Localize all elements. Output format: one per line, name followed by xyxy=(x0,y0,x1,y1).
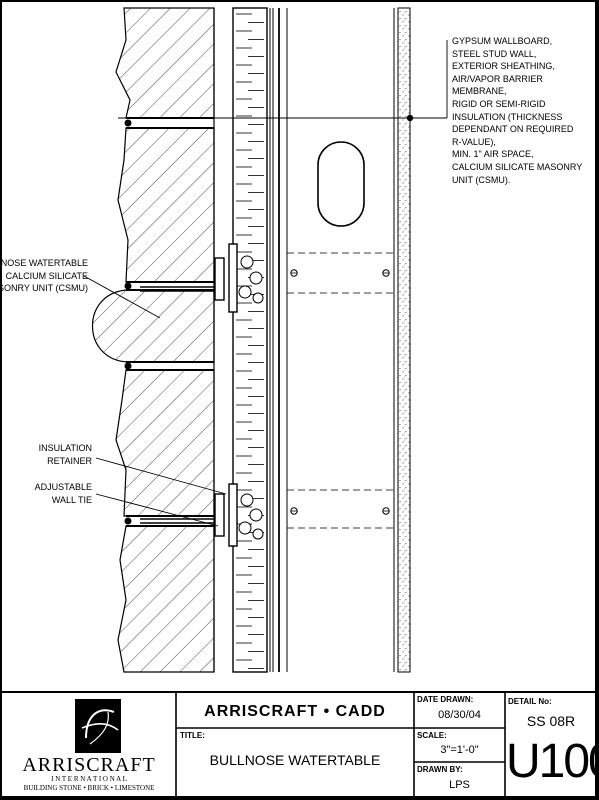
detail-number: U100 xyxy=(506,735,599,788)
note-line: BULLNOSE WATERTABLE xyxy=(0,258,88,268)
note-line: AIR/VAPOR BARRIER xyxy=(452,73,543,84)
wall-tie-assembly-upper xyxy=(140,243,394,313)
masonry-unit-middle xyxy=(117,127,215,283)
gypsum-wallboard xyxy=(397,7,411,673)
wall-tie-assembly-lower xyxy=(140,483,394,547)
leader-insulation-retainer xyxy=(95,457,227,495)
company-sub: I N T E R N A T I O N A L xyxy=(51,775,127,783)
masonry-unit-upper xyxy=(115,7,215,119)
rigid-insulation xyxy=(232,7,268,673)
insulation-hatch xyxy=(236,13,264,669)
arriscraft-logo xyxy=(75,699,121,753)
masonry-wall xyxy=(91,7,215,673)
note-line: UNIT (CSMU). xyxy=(452,174,511,185)
note-line: INSULATION xyxy=(38,443,92,453)
leader-bullnose xyxy=(83,275,161,319)
scale-value: 3"=1'-0" xyxy=(440,744,479,756)
note-adjustable-wall-tie: ADJUSTABLE WALL TIE xyxy=(35,481,92,506)
drawing-title: BULLNOSE WATERTABLE xyxy=(209,752,381,768)
note-line: RETAINER xyxy=(47,455,92,466)
note-line: INSULATION (THICKNESS xyxy=(452,111,563,122)
title-label: TITLE: xyxy=(180,731,205,740)
note-line: R-VALUE), xyxy=(452,136,496,147)
detail-no-label: DETAIL No: xyxy=(508,697,552,706)
leader-lines xyxy=(83,40,448,527)
note-line: GYPSUM WALLBOARD, xyxy=(452,36,553,46)
note-line: RIGID OR SEMI-RIGID xyxy=(452,98,546,109)
stud-knockout xyxy=(317,141,365,227)
company-name: ARRISCRAFT xyxy=(22,754,156,776)
drawn-by-label: DRAWN BY: xyxy=(417,765,463,774)
note-bullnose-watertable: BULLNOSE WATERTABLE CALCIUM SILICATE MAS… xyxy=(0,257,88,295)
note-wall-assembly: GYPSUM WALLBOARD, STEEL STUD WALL, EXTER… xyxy=(452,35,582,186)
note-line: MASONRY UNIT (CSMU) xyxy=(0,283,88,294)
detail-code: SS 08R xyxy=(526,713,576,729)
masonry-unit-lower xyxy=(115,369,215,517)
note-insulation-retainer: INSULATION RETAINER xyxy=(39,442,92,467)
wall-layers xyxy=(213,7,411,673)
leader-wall-tie xyxy=(95,493,219,527)
note-line: CALCIUM SILICATE MASONRY xyxy=(452,161,583,172)
note-line: DEPENDANT ON REQUIRED xyxy=(452,124,574,135)
note-line: ADJUSTABLE xyxy=(34,482,92,492)
bullnose-unit xyxy=(91,289,215,363)
cadd-header: ARRISCRAFT • CADD xyxy=(204,703,386,720)
drawn-by: LPS xyxy=(449,779,470,791)
date-drawn-label: DATE DRAWN: xyxy=(417,695,474,704)
note-line: CALCIUM SILICATE xyxy=(5,270,88,281)
note-line: EXTERIOR SHEATHING, xyxy=(452,61,555,72)
note-line: STEEL STUD WALL, xyxy=(452,48,537,59)
note-line: MEMBRANE, xyxy=(452,86,507,97)
company-tagline: BUILDING STONE • BRICK • LIMESTONE xyxy=(23,784,155,792)
date-drawn: 08/30/04 xyxy=(438,709,481,721)
note-line: MIN. 1" AIR SPACE, xyxy=(452,149,534,160)
scale-label: SCALE: xyxy=(417,731,447,740)
title-block-frame xyxy=(2,691,597,798)
note-line: WALL TIE xyxy=(51,494,92,505)
masonry-unit-bottom xyxy=(117,525,215,673)
